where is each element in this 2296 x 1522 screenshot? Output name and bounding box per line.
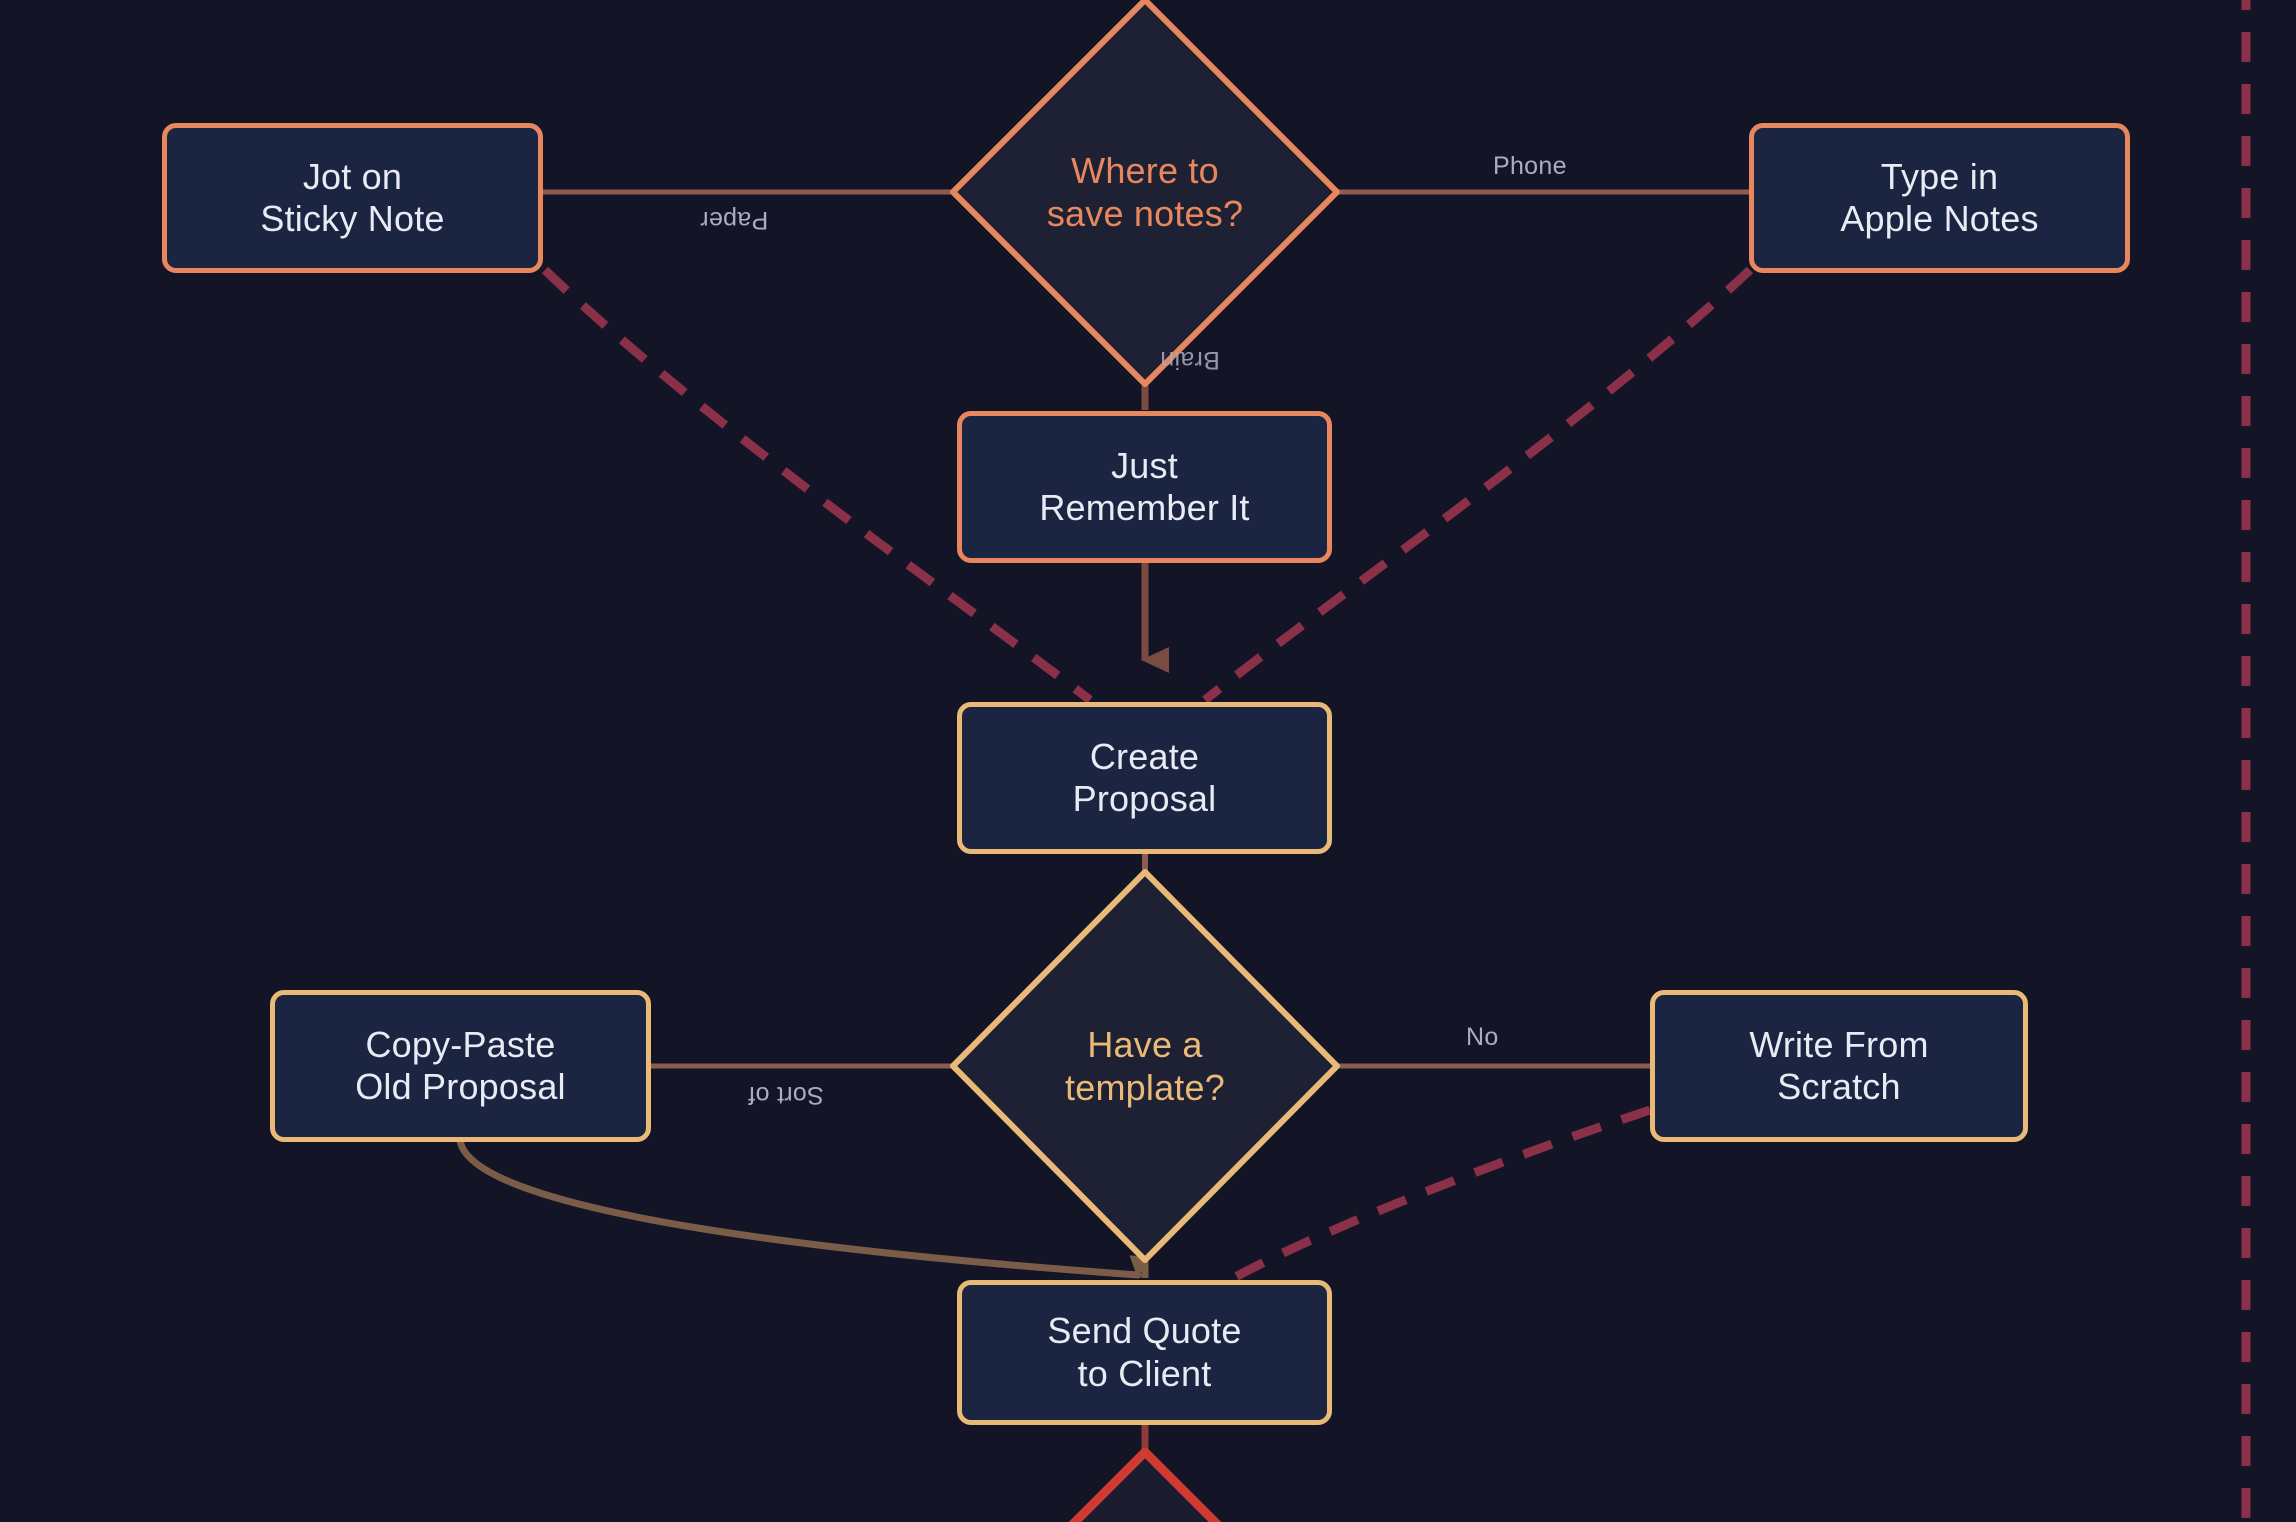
edge-scratch-to-sendquote-dashed (1227, 1105, 1652, 1284)
edge-copypaste-to-sendquote-curve (456, 1136, 1150, 1279)
node-write-from-scratch[interactable]: Write From Scratch (1650, 990, 2028, 1142)
decision-have-a-template-label: Have a template? (1065, 1023, 1225, 1108)
node-send-quote-to-client[interactable]: Send Quote to Client (957, 1280, 1332, 1425)
node-create-proposal[interactable]: Create Proposal (957, 702, 1332, 854)
node-type-in-apple-notes[interactable]: Type in Apple Notes (1749, 123, 2130, 273)
node-send-quote-to-client-label: Send Quote to Client (1047, 1310, 1242, 1394)
node-type-in-apple-notes-label: Type in Apple Notes (1840, 155, 2039, 239)
edge-label-paper: Paper (700, 205, 768, 234)
edge-label-phone: Phone (1493, 152, 1567, 181)
decision-bottom-shape[interactable] (945, 1447, 1345, 1522)
edge-apple-notes-to-create-dashed (1202, 266, 1754, 704)
edge-label-brain: Brain (1160, 345, 1220, 374)
node-copy-paste-old-proposal-label: Copy-Paste Old Proposal (355, 1023, 566, 1107)
decision-where-save-notes-shape[interactable] (950, 0, 1340, 387)
node-jot-on-sticky-note-label: Jot on Sticky Note (260, 155, 445, 239)
node-jot-on-sticky-note[interactable]: Jot on Sticky Note (162, 123, 543, 273)
edge-label-sort-of-text: Sort of (748, 1081, 824, 1109)
decision-have-a-template[interactable]: Have a template? (953, 872, 1337, 1260)
decision-where-save-notes-label: Where to save notes? (1046, 149, 1244, 234)
edge-sticky-to-create-dashed (541, 266, 1093, 704)
node-copy-paste-old-proposal[interactable]: Copy-Paste Old Proposal (270, 990, 651, 1142)
edge-label-paper-text: Paper (700, 206, 769, 234)
edge-label-sort-of: Sort of (748, 1080, 824, 1109)
node-create-proposal-label: Create Proposal (1072, 735, 1217, 819)
edge-label-no-text: No (1466, 1023, 1499, 1051)
decision-have-a-template-shape[interactable] (950, 869, 1340, 1263)
node-just-remember-it-label: Just Remember It (1039, 444, 1250, 528)
edge-label-no: No (1466, 1023, 1499, 1052)
decision-where-save-notes[interactable]: Where to save notes? (953, 0, 1337, 384)
node-write-from-scratch-label: Write From Scratch (1749, 1023, 1929, 1107)
edge-label-phone-text: Phone (1493, 152, 1567, 180)
edge-label-brain-text: Brain (1160, 346, 1220, 374)
node-just-remember-it[interactable]: Just Remember It (957, 411, 1332, 563)
